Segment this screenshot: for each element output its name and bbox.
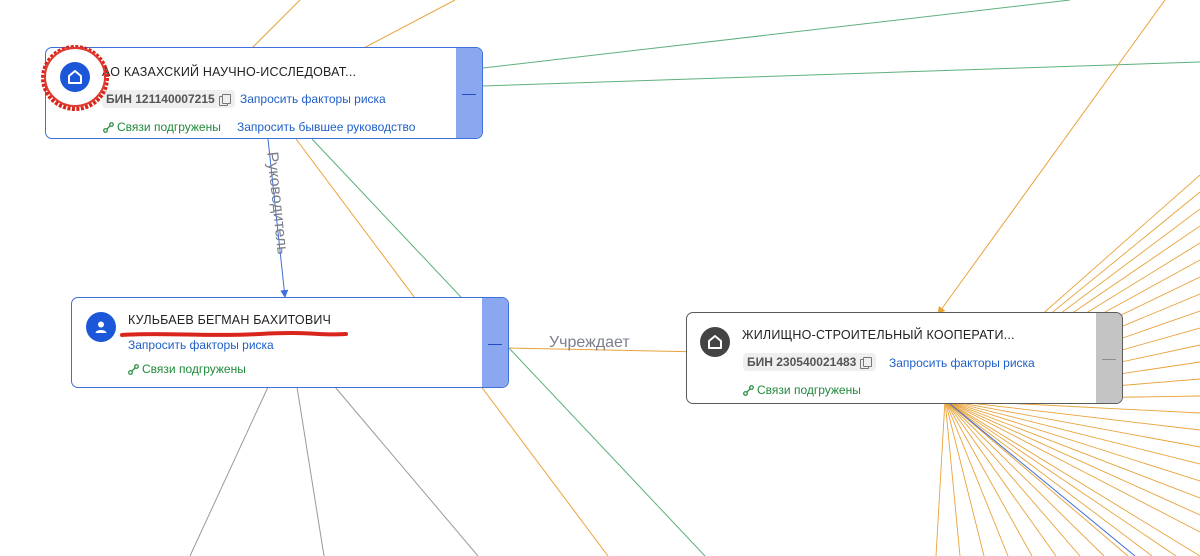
copy-icon[interactable] <box>860 356 873 369</box>
node-organization[interactable]: АО КАЗАХСКИЙ НАУЧНО-ИССЛЕДОВАТ... БИН 12… <box>45 47 483 139</box>
links-loaded-status: Связи подгружены <box>103 120 221 134</box>
fan-edge <box>944 399 1200 465</box>
edge-label-founder: Учреждает <box>549 334 630 351</box>
red-strike-annotation <box>120 331 348 337</box>
red-circle-annotation <box>41 45 109 111</box>
node-title: КУЛЬБАЕВ БЕГМАН БАХИТОВИЧ <box>128 313 332 327</box>
bin-value: БИН 121140007215 <box>106 92 215 106</box>
link-icon <box>128 363 139 375</box>
request-risk-factors-link[interactable]: Запросить факторы риска <box>889 356 1035 370</box>
fan-edge <box>944 399 1177 556</box>
house-icon <box>60 62 90 92</box>
node-person[interactable]: КУЛЬБАЕВ БЕГМАН БАХИТОВИЧ Запросить факт… <box>71 297 509 388</box>
links-loaded-label: Связи подгружены <box>142 362 246 376</box>
fan-edge <box>944 399 1081 556</box>
fan-edge <box>944 399 1033 556</box>
bin-value: БИН 230540021483 <box>747 355 857 369</box>
fan-edge <box>944 399 985 556</box>
node-title: АО КАЗАХСКИЙ НАУЧНО-ИССЛЕДОВАТ... <box>102 65 357 79</box>
fan-edge <box>944 399 1200 533</box>
collapse-button[interactable]: — <box>456 48 482 138</box>
links-loaded-label: Связи подгружены <box>117 120 221 134</box>
request-risk-factors-link[interactable]: Запросить факторы риска <box>128 338 274 352</box>
node-title: ЖИЛИЩНО-СТРОИТЕЛЬНЫЙ КООПЕРАТИ... <box>742 328 1015 342</box>
links-loaded-status: Связи подгружены <box>743 383 861 397</box>
collapse-button[interactable]: — <box>1096 313 1122 403</box>
fan-edge <box>944 399 1200 556</box>
links-loaded-status: Связи подгружены <box>128 362 246 376</box>
fan-edge <box>944 399 1200 431</box>
fan-edge <box>944 399 961 556</box>
links-loaded-label: Связи подгружены <box>757 383 861 397</box>
bin-chip[interactable]: БИН 230540021483 <box>743 353 877 371</box>
fan-edge <box>944 399 1057 556</box>
fan-edge <box>944 399 1009 556</box>
node-cooperative[interactable]: ЖИЛИЩНО-СТРОИТЕЛЬНЫЙ КООПЕРАТИ... БИН 23… <box>686 312 1123 404</box>
request-risk-factors-link[interactable]: Запросить факторы риска <box>240 92 386 106</box>
house-icon <box>700 327 730 357</box>
fan-edge <box>944 399 1200 448</box>
fan-edge <box>935 399 946 556</box>
bin-chip[interactable]: БИН 121140007215 <box>102 90 235 108</box>
request-former-management-link[interactable]: Запросить бывшее руководство <box>237 120 416 134</box>
fan-edge <box>944 399 1200 516</box>
link-icon <box>743 384 754 396</box>
fan-edge <box>944 399 1200 499</box>
fan-edge <box>944 399 1153 556</box>
link-icon <box>103 121 114 133</box>
copy-icon[interactable] <box>218 93 231 106</box>
collapse-button[interactable]: — <box>482 298 508 387</box>
person-icon <box>86 312 116 342</box>
fan-edge <box>944 399 1105 556</box>
fan-edge <box>944 399 1200 482</box>
fan-edge <box>944 399 1129 556</box>
